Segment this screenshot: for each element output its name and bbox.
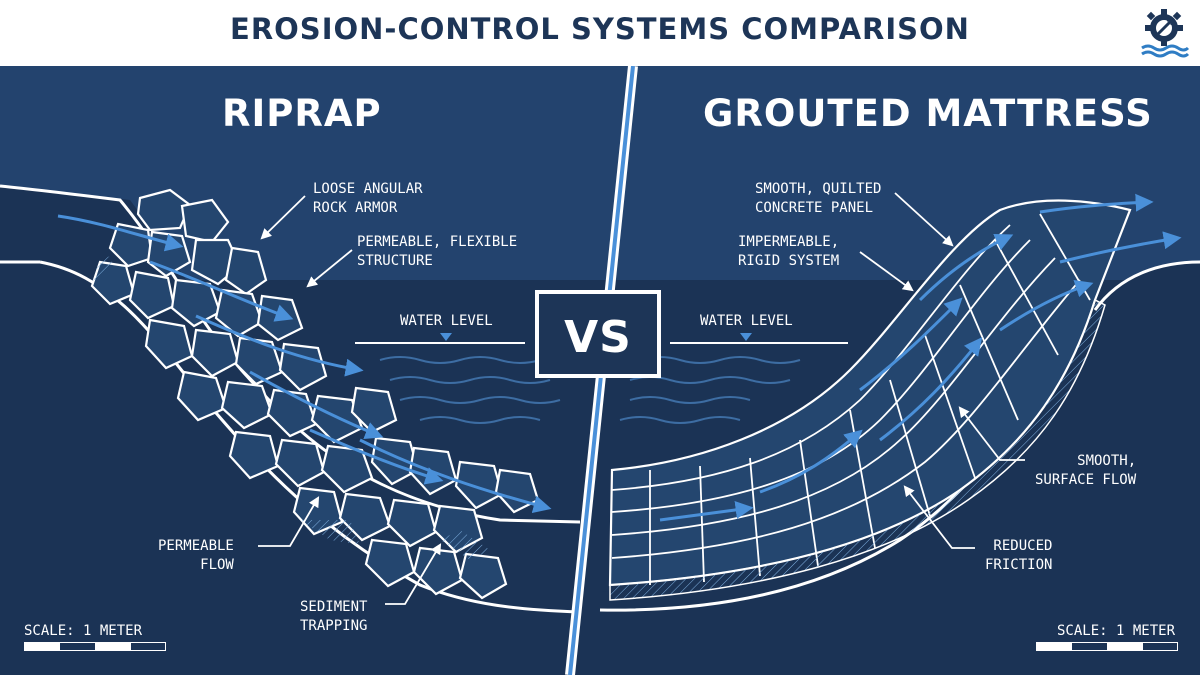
- label-loose-rock: LOOSE ANGULAR ROCK ARMOR: [313, 181, 423, 216]
- scale-bar-right: [1036, 642, 1178, 651]
- water-level-left: [355, 333, 561, 424]
- vs-badge: VS: [535, 290, 661, 378]
- mattress-flow-arrows: [659, 193, 1182, 522]
- label-reduced-friction: REDUCED FRICTION: [985, 538, 1053, 573]
- water-level-right: [619, 333, 848, 424]
- leader-lines: [258, 192, 1025, 605]
- riprap-flow-arrows: [57, 214, 552, 514]
- label-sediment-trapping: SEDIMENT TRAPPING: [300, 599, 368, 634]
- label-impermeable: IMPERMEABLE, RIGID SYSTEM: [738, 234, 840, 269]
- page-title: EROSION-CONTROL SYSTEMS COMPARISON: [230, 12, 970, 46]
- scale-bar-left: [24, 642, 166, 651]
- scale-label-left: SCALE: 1 METER: [24, 623, 143, 639]
- gear-wrench-waves-icon: [1141, 9, 1190, 58]
- mattress-hatch: [609, 298, 1106, 601]
- label-quilted-panel: SMOOTH, QUILTED CONCRETE PANEL: [755, 181, 882, 216]
- label-permeable-flow: PERMEABLE FLOW: [158, 538, 234, 573]
- vs-text: VS: [564, 312, 632, 363]
- comparison-diagram: [0, 66, 1200, 675]
- riprap-hatch-voids: [92, 254, 490, 560]
- label-permeable-structure: PERMEABLE, FLEXIBLE STRUCTURE: [357, 234, 518, 269]
- mattress-quilt-lines: [611, 213, 1091, 585]
- label-water-level-left: WATER LEVEL: [400, 313, 493, 329]
- header-bar: EROSION-CONTROL SYSTEMS COMPARISON: [0, 0, 1200, 66]
- label-surface-flow: SMOOTH, SURFACE FLOW: [1035, 453, 1137, 488]
- label-water-level-right: WATER LEVEL: [700, 313, 793, 329]
- scale-label-right: SCALE: 1 METER: [1057, 623, 1176, 639]
- riprap-title: RIPRAP: [222, 92, 382, 135]
- grouted-mattress-title: GROUTED MATTRESS: [703, 92, 1153, 135]
